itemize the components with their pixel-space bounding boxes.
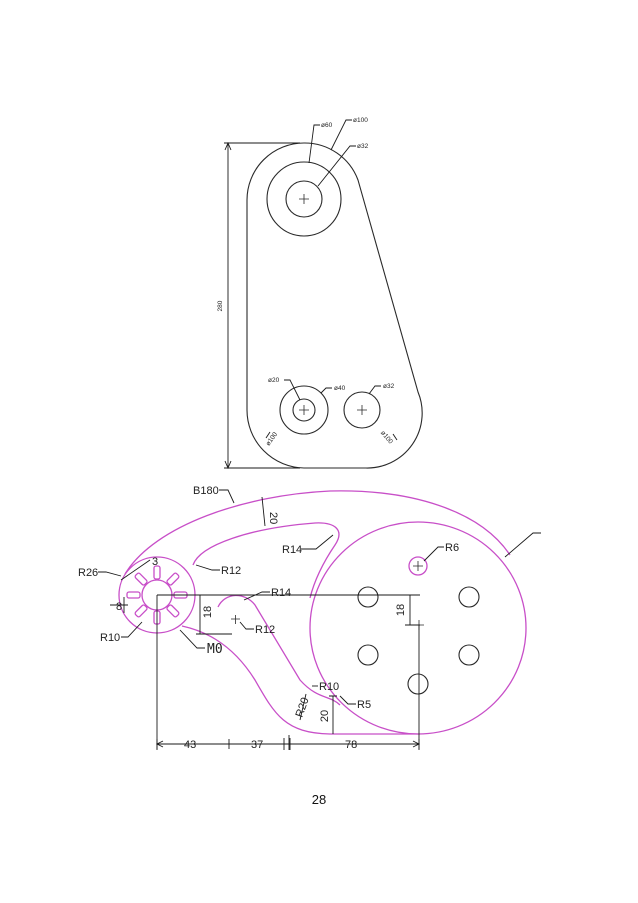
label-r26: R26 (78, 567, 98, 579)
bottom-right-circle (343, 391, 381, 429)
dimension-8 (110, 597, 128, 613)
leader-d100-top (330, 119, 352, 151)
lower-web (217, 594, 341, 706)
top-inner-circle (285, 180, 323, 218)
label-20-top: 20 (267, 512, 279, 524)
page-number: 28 (311, 792, 327, 807)
leader-r5 (339, 695, 356, 705)
label-r14-upper: R14 (282, 544, 302, 556)
leader-b180 (219, 489, 235, 504)
dimension-ticks (156, 738, 420, 750)
leader-d20 (284, 379, 301, 401)
label-r14-inner: R14 (271, 587, 291, 599)
leader-r10-left (121, 621, 143, 638)
center-mark-r6 (413, 561, 423, 571)
bottom-right-center-mark (357, 405, 367, 415)
label-18-left: 18 (202, 606, 214, 618)
leader-tangent (504, 532, 541, 558)
leader-r14-inner (243, 591, 270, 601)
label-3: 3 (152, 556, 158, 568)
hole-r6 (408, 556, 428, 576)
leader-r14-upper (301, 534, 334, 550)
leader-d40 (320, 387, 332, 394)
bottom-left-inner-circle (292, 398, 316, 422)
label-d100-left: ø100 (265, 431, 279, 447)
leader-r12-inner (239, 621, 254, 630)
leader-d32-top (317, 145, 356, 187)
label-r10-left: R10 (100, 632, 120, 644)
leader-r20 (299, 693, 307, 721)
leader-r6 (423, 546, 444, 562)
label-d20: ø20 (268, 377, 280, 384)
label-length-280: 280 (217, 300, 224, 311)
label-d32-bottom: ø32 (383, 383, 395, 390)
hole-2 (458, 586, 480, 608)
label-r10-lower: R10 (319, 681, 339, 693)
leader-d100-right (392, 433, 398, 441)
leader-d32-bottom (368, 385, 381, 395)
large-disc (309, 521, 527, 735)
label-r20: R20 (294, 696, 312, 719)
leader-3 (120, 559, 151, 581)
label-d100-right: ø100 (379, 430, 394, 446)
label-r6: R6 (445, 542, 459, 554)
label-r5: R5 (357, 699, 371, 711)
top-outer-circle (266, 161, 342, 237)
label-d40: ø40 (334, 385, 346, 392)
hole-5 (407, 673, 429, 695)
label-78: 78 (345, 739, 357, 751)
leader-d60 (308, 124, 320, 164)
label-d32-top: ø32 (357, 143, 369, 150)
dimension-arrows (155, 740, 421, 748)
leader-r26 (98, 571, 122, 577)
dimension-20-vert (329, 695, 337, 734)
bottom-left-outer-circle (279, 385, 329, 435)
center-mark-inner (231, 615, 240, 624)
leader-m0 (179, 629, 205, 649)
label-d60: ø60 (321, 122, 333, 129)
dimension-18-right (405, 595, 420, 626)
bottom-left-center-mark (299, 405, 309, 415)
dimension-18-left (196, 595, 232, 635)
figure-2-cam-drawing: B180 20 R14 R6 R26 3 R12 R14 8 18 R12 18… (78, 485, 541, 751)
label-20-vert: 20 (319, 710, 331, 722)
hole-3 (357, 644, 379, 666)
leader-r12-upper (195, 564, 220, 571)
length-dimension-arrows (224, 141, 232, 470)
label-m0: M0 (207, 642, 223, 657)
upper-slot (192, 522, 340, 599)
label-8: 8 (116, 601, 122, 613)
dimension-20-top (261, 496, 266, 527)
lower-edge (181, 625, 418, 735)
label-r12-inner: R12 (255, 624, 275, 636)
top-center-mark (299, 194, 309, 204)
link-outline (246, 142, 423, 469)
length-dimension-line (224, 142, 300, 469)
label-43: 43 (184, 739, 196, 751)
hole-4 (458, 644, 480, 666)
label-37: 37 (251, 739, 263, 751)
label-d100-top: ø100 (353, 117, 368, 124)
label-18-right: 18 (395, 604, 407, 616)
label-b180: B180 (193, 485, 219, 497)
hole-1 (357, 586, 379, 608)
figure-1-link-drawing: ø60 ø100 ø32 280 ø20 ø40 ø32 ø100 ø100 (217, 117, 423, 470)
outer-envelope-arc (124, 490, 511, 575)
leader-d100-left (265, 431, 271, 439)
label-r12-upper: R12 (221, 565, 241, 577)
